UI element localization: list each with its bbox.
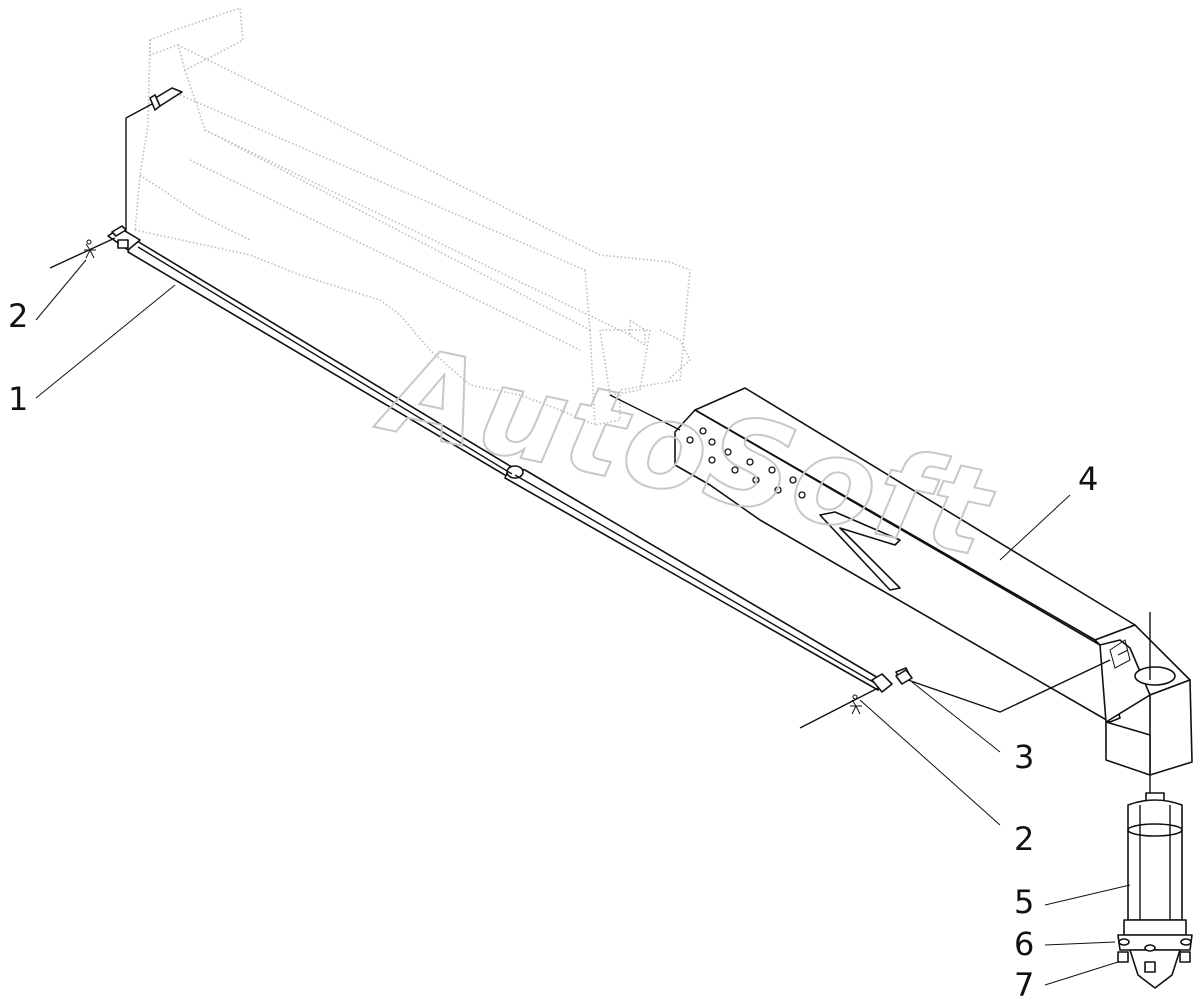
bolt — [895, 669, 913, 685]
ghost-frame-outline — [134, 6, 691, 426]
beam-holes — [686, 427, 806, 499]
callout-7: 7 — [1014, 966, 1034, 1004]
callout-6: 6 — [1014, 925, 1034, 963]
cotter-pin-right — [799, 687, 879, 729]
connector-line-top — [125, 103, 153, 230]
cotter-pin-left — [49, 237, 116, 269]
callout-1: 1 — [8, 380, 28, 418]
callout-2-left: 2 — [8, 297, 28, 335]
connector-line-bolt — [907, 659, 1111, 713]
watermark-text: AutoSoft — [367, 319, 1005, 585]
callout-4: 4 — [1078, 460, 1098, 498]
telescopic-rod — [127, 237, 886, 691]
leader-lines — [35, 259, 1131, 986]
rod-end-left — [107, 225, 141, 251]
callout-2-right: 2 — [1014, 820, 1034, 858]
callout-5: 5 — [1014, 883, 1034, 921]
nuts — [1117, 951, 1191, 973]
connector-line-frame — [609, 394, 681, 431]
frame-fitting — [149, 87, 183, 111]
beam — [674, 387, 1193, 776]
washers — [1118, 938, 1192, 952]
callout-3: 3 — [1014, 738, 1034, 776]
hydraulic-cylinder — [1123, 792, 1187, 936]
